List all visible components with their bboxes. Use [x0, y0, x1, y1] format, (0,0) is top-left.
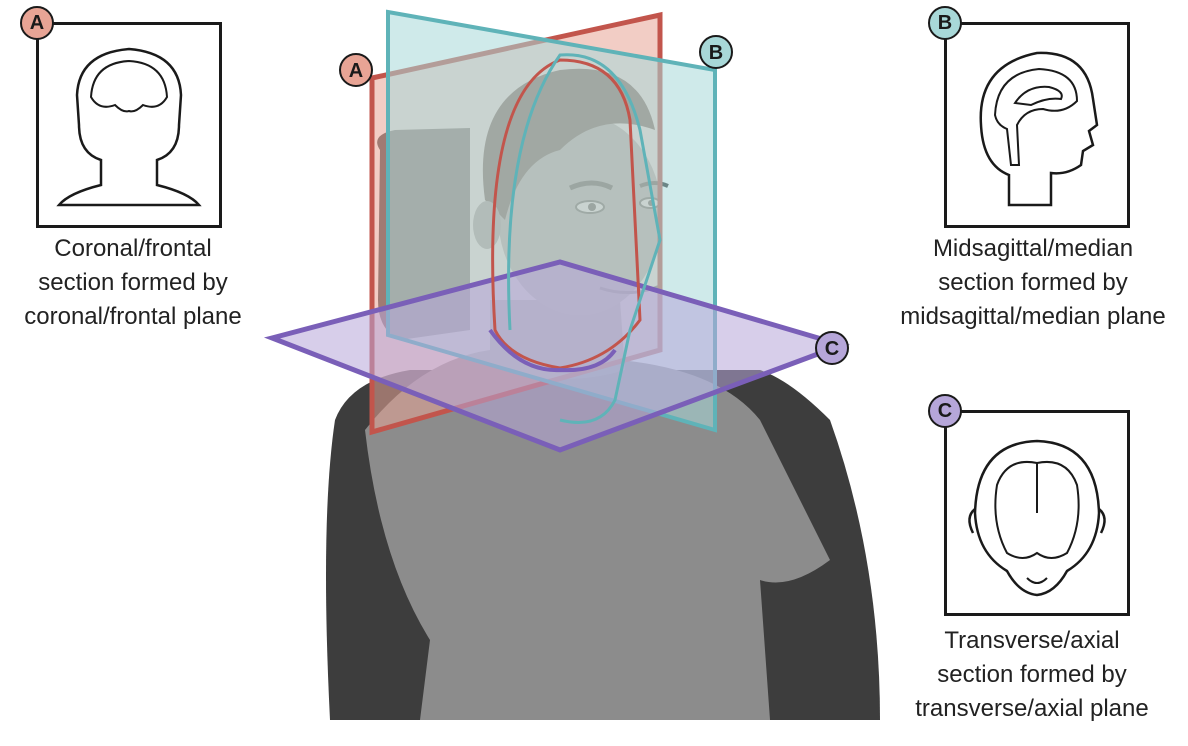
transverse-section-panel — [944, 410, 1130, 616]
sagittal-section-outline — [507, 53, 662, 424]
plane-c-label-text: C — [825, 338, 839, 360]
sagittal-caption-line-3: midsagittal/median plane — [900, 303, 1166, 330]
transverse-badge: C — [928, 394, 962, 428]
transverse-section-outline — [488, 328, 617, 373]
transverse-caption: Transverse/axial section formed by trans… — [890, 624, 1174, 726]
coronal-caption-line-3: coronal/frontal plane — [24, 303, 242, 330]
coronal-head-icon — [56, 47, 202, 207]
plane-b-label: B — [699, 35, 733, 69]
coronal-caption-line-2: section formed by — [38, 269, 228, 296]
coronal-caption: Coronal/frontal section formed by corona… — [8, 232, 258, 334]
sagittal-badge: B — [928, 6, 962, 40]
coronal-section-outline — [491, 58, 642, 370]
transverse-caption-line-1: Transverse/axial — [944, 627, 1120, 654]
coronal-badge: A — [20, 6, 54, 40]
sagittal-caption-line-2: section formed by — [938, 269, 1128, 296]
sagittal-caption: Midsagittal/median section formed by mid… — [880, 232, 1186, 334]
transverse-head-icon — [968, 439, 1106, 597]
sagittal-head-icon — [979, 51, 1099, 207]
sagittal-section-panel — [944, 22, 1130, 228]
transverse-caption-line-3: transverse/axial plane — [915, 695, 1149, 722]
plane-a-label-text: A — [349, 60, 363, 82]
sagittal-caption-line-1: Midsagittal/median — [932, 235, 1134, 262]
torso-shirt — [365, 350, 830, 720]
plane-c-label: C — [815, 331, 849, 365]
coronal-section-panel — [36, 22, 222, 228]
plane-b-label-text: B — [709, 42, 723, 64]
coronal-caption-line-1: Coronal/frontal — [54, 235, 212, 262]
transverse-caption-line-2: section formed by — [937, 661, 1127, 688]
plane-a-label: A — [339, 53, 373, 87]
